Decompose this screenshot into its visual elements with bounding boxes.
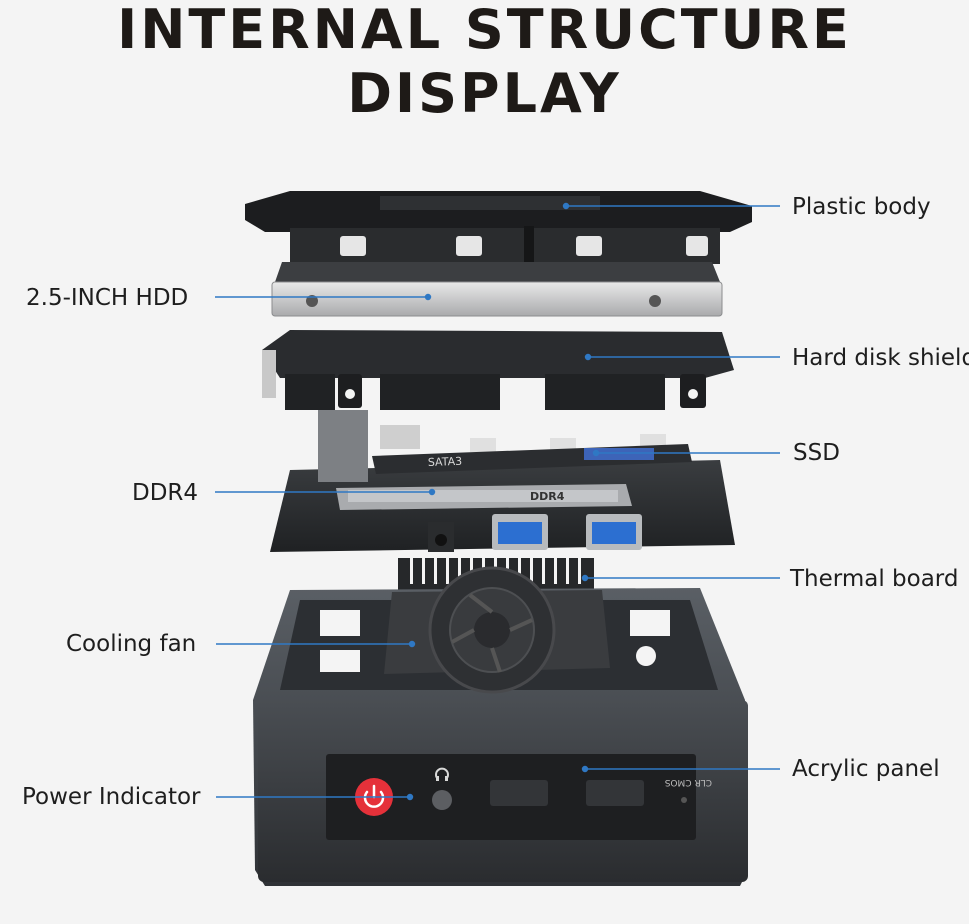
leader-lines [215, 202, 780, 801]
motherboard: SATA3 DDR4 [270, 410, 735, 552]
ssd-print: SATA3 [428, 455, 463, 469]
hard-disk-shield [262, 330, 734, 410]
label-plastic-body: Plastic body [792, 194, 931, 220]
page-title-line-1: INTERNAL STRUCTURE [117, 0, 852, 61]
clr-cmos-label: CLR CMOS [664, 777, 712, 787]
label-thermal-board: Thermal board [790, 566, 959, 592]
headphone-icon [435, 767, 449, 781]
label-cooling-fan: Cooling fan [66, 631, 197, 657]
ram-print: DDR4 [530, 490, 565, 503]
label-ddr4: DDR4 [132, 480, 199, 506]
page-title-line-2: DISPLAY [347, 62, 622, 125]
ssd-module: SATA3 [372, 444, 692, 474]
ram-module: DDR4 [336, 484, 632, 510]
label-acrylic-panel: Acrylic panel [792, 756, 940, 782]
cooling-fan [384, 566, 610, 694]
label-hdd: 2.5-INCH HDD [26, 285, 189, 311]
label-ssd: SSD [793, 440, 840, 466]
plastic-body [245, 191, 752, 270]
label-power-indicator: Power Indicator [22, 784, 201, 810]
label-hard-disk-shield: Hard disk shield [792, 345, 969, 371]
acrylic-panel: CLR CMOS [326, 754, 712, 840]
hdd-drive [271, 262, 723, 317]
